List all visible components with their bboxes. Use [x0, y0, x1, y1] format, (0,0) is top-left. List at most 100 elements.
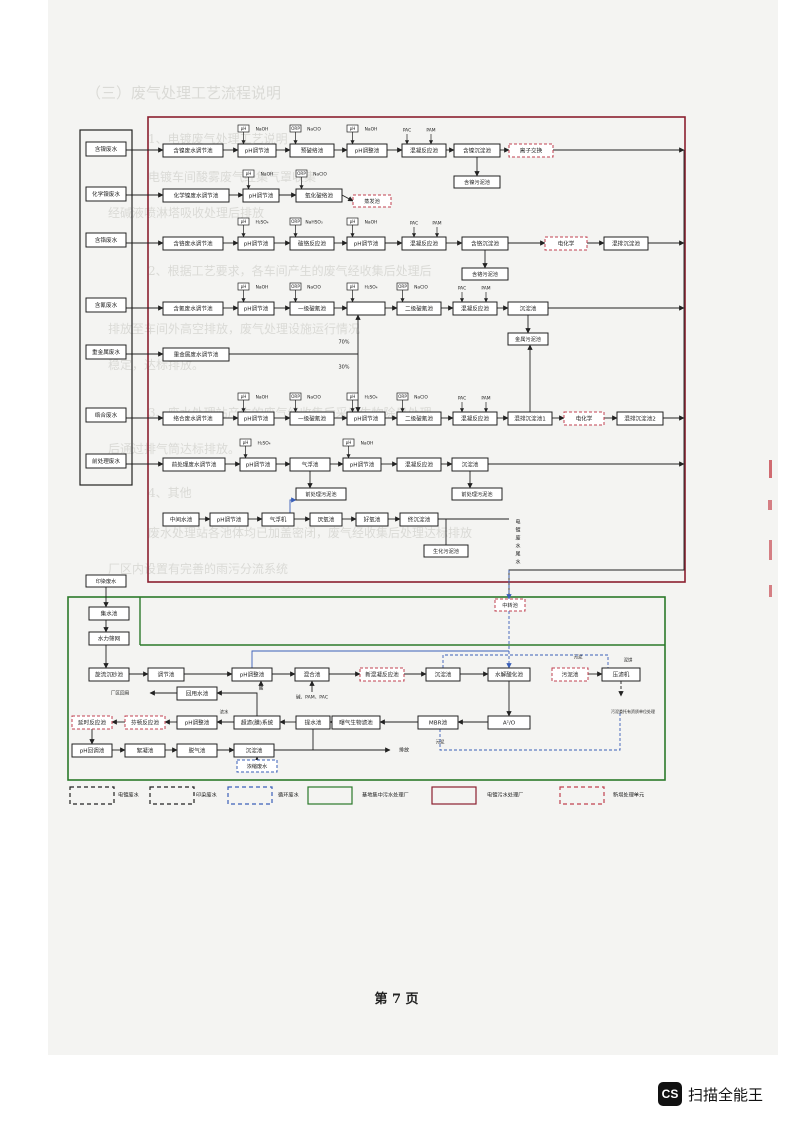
n6-coag-label: 混凝反应池 — [461, 415, 489, 423]
reagent-pam: PAM — [432, 221, 441, 227]
vertical-char: 电 — [515, 519, 520, 526]
node-src-nickel: 含镍废水 — [85, 141, 127, 157]
node-n7-adj: 前处理废水调节池 — [162, 457, 226, 472]
node-n7-sludge1: 前处理污泥池 — [295, 487, 347, 501]
node-n6-coag: 混凝反应池 — [452, 411, 498, 426]
node-n4-ph2 — [346, 301, 386, 316]
node-n4-adj: 含氰废水调节池 — [162, 301, 224, 316]
n7-air-label: 气浮池 — [302, 461, 319, 469]
n8-mid-label: 中间水池 — [170, 516, 193, 524]
dosing-tag-ph: pH — [241, 284, 247, 289]
source-column-frame — [79, 129, 133, 486]
reagent-pam: PAM — [481, 286, 490, 292]
n6-sed1-label: 混排沉淀池1 — [514, 415, 546, 423]
node-n8-sludge: 生化污泥池 — [423, 544, 469, 558]
dosing-tag-orp: ORP — [398, 284, 407, 289]
n7-ph2-label: pH调节池 — [350, 461, 375, 469]
flow-line — [439, 712, 621, 751]
node-n7-air: 气浮池 — [289, 457, 331, 472]
reagent-naoh: NaOH — [256, 284, 269, 290]
n2-ph-label: pH调节池 — [249, 192, 274, 200]
scanner-watermark: CS 扫描全能王 — [658, 1082, 763, 1106]
n8-ana-label: 厌氧池 — [318, 516, 335, 524]
transfer-label: 中转池 — [502, 601, 518, 609]
node-n8-mid: 中间水池 — [162, 512, 200, 527]
bg-heading: （三）废气处理工艺流程说明 — [86, 84, 282, 102]
node-n6-ox2: 二级破氰池 — [396, 411, 442, 426]
node-n6-sed2: 混排沉淀池2 — [616, 411, 664, 426]
n8-sed-label: 终沉淀池 — [408, 516, 431, 524]
flow-line — [442, 654, 609, 668]
node-n2-adj: 化学镍废水调节池 — [162, 188, 230, 203]
n3-ph2-label: pH调节池 — [354, 240, 379, 248]
legend-green_plant-label: 基地集中污水处理厂 — [362, 791, 409, 799]
legend-item-electroplating: 电镀废水 — [69, 786, 140, 805]
node-n6-ph2: pH调节池 — [346, 411, 386, 426]
node-n7-sludge2: 前处理污泥池 — [451, 487, 503, 501]
node-n8-ana: 厌氧池 — [309, 512, 343, 527]
dosing-tag-ph: pH — [246, 171, 252, 176]
node-g-hyd: 水解酸化池 — [487, 667, 531, 682]
node-n6-ph: pH调节池 — [237, 411, 275, 426]
reagent-h2so4: H₂SO₄ — [364, 394, 377, 400]
node-n2-ph: pH调节池 — [242, 188, 280, 203]
bg-line: 排放至车间外高空排放，废气处理设施运行情况 — [108, 322, 361, 336]
dosing-tag-ph: pH — [350, 126, 356, 131]
reagent-pac: PAC — [410, 221, 418, 227]
n5-adj-label: 重金属废水调节池 — [174, 351, 219, 359]
src-chem-nickel-label: 化学镍废水 — [92, 190, 120, 198]
dosing-point: PAC PAM — [458, 286, 491, 303]
n6-ph-label: pH调节池 — [244, 415, 269, 423]
scanned-page: （三）废气处理工艺流程说明 1、电镀废气处理工艺说明 电镀车间酸雾废气经集气罩收… — [48, 0, 778, 1055]
node-g-deg: 脱气池 — [176, 743, 218, 758]
node-n1-sed: 含镍沉淀池 — [453, 143, 501, 158]
n4-ph-label: pH调节池 — [244, 305, 269, 313]
g-fenton-label: 芬顿反应池 — [131, 719, 159, 727]
flow-arrow — [341, 194, 354, 202]
n7-coag-label: 混凝反应池 — [405, 461, 433, 469]
g-deg-label: 脱气池 — [189, 747, 206, 755]
n4-adj-label: 含氰废水调节池 — [173, 305, 213, 313]
sludge-return-label: 污泥 — [574, 654, 583, 661]
g-a2o-label: A²/O — [503, 720, 516, 727]
n6-sed2-label: 混排沉淀池2 — [624, 415, 656, 423]
node-src-cyanide: 含氰废水 — [85, 297, 127, 313]
src-nickel-label: 含镍废水 — [95, 145, 118, 153]
node-g-screen: 水力筛网 — [88, 631, 130, 646]
node-g-ph4: pH回调池 — [71, 743, 113, 758]
node-g-grit: 旋流沉砂池 — [88, 667, 130, 682]
reagent-h2so4: H₂SO₄ — [364, 284, 377, 290]
reagent-naoh: NaOH — [256, 126, 269, 132]
node-n4-sed: 沉淀池 — [507, 301, 549, 316]
n2-adj-label: 化学镍废水调节池 — [174, 192, 219, 200]
n6-elec-label: 电化学 — [576, 415, 593, 423]
n1-sed-label: 含镍沉淀池 — [463, 147, 491, 155]
node-n8-ph: pH调节池 — [209, 512, 249, 527]
n8-aer-label: 好氧池 — [364, 516, 381, 524]
reagent-pac: PAC — [458, 396, 466, 402]
node-g-press: 压滤机 — [601, 667, 641, 682]
dosing-tag-ph: pH — [350, 394, 356, 399]
src-complex-label: 络合废水 — [95, 411, 118, 419]
reagent-pac: PAC — [458, 286, 466, 292]
node-g-ext: 延时反应池 — [71, 715, 113, 730]
node-n4-ox2: 二级破氰池 — [396, 301, 442, 316]
dosing-tag-ph: pH — [350, 284, 356, 289]
dosing-tag-ph: pH — [241, 394, 247, 399]
vertical-char: 尾 — [515, 552, 520, 558]
node-src-chrome: 含铬废水 — [85, 232, 127, 248]
node-n4-coag: 混凝反应池 — [452, 301, 498, 316]
vertical-char: 水 — [515, 543, 520, 550]
dosing-point: PAC PAM — [410, 221, 442, 238]
node-src-pretreat: 前处理废水 — [85, 453, 127, 469]
